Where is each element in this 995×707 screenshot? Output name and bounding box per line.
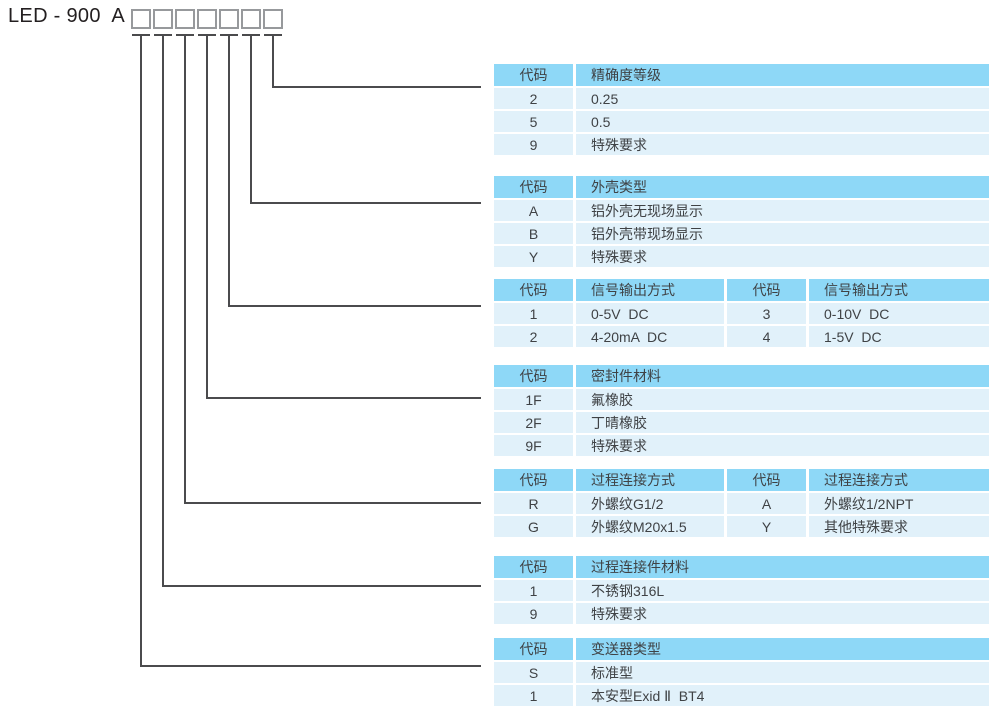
code-cell: G [494, 516, 573, 537]
connector-hline-process-connection [184, 502, 481, 504]
model-digit-box-7 [263, 9, 283, 29]
column-header-signal-output: 信号输出方式 [809, 279, 989, 301]
code-cell: Y [727, 516, 806, 537]
seal-material-table: 代码 密封件材料 1F 氟橡胶 2F 丁晴橡胶 9F 特殊要求 [494, 365, 989, 456]
column-header-accuracy-class: 精确度等级 [576, 64, 989, 86]
desc-cell: 其他特殊要求 [809, 516, 989, 537]
code-cell: 1F [494, 389, 573, 410]
code-cell: 3 [727, 303, 806, 324]
desc-cell: 0-5V DC [576, 303, 724, 324]
code-cell: Y [494, 246, 573, 267]
connector-vline-signal-output [228, 36, 230, 307]
model-digit-box-3 [175, 9, 195, 29]
connector-tick-4 [198, 34, 216, 36]
desc-cell: 外螺纹G1/2 [576, 493, 724, 514]
desc-cell: 外螺纹1/2NPT [809, 493, 989, 514]
connector-tick-7 [264, 34, 282, 36]
model-digit-box-5 [219, 9, 239, 29]
column-header-code: 代码 [494, 64, 573, 86]
column-header-code: 代码 [727, 279, 806, 301]
code-cell: 2F [494, 412, 573, 433]
desc-cell: 丁晴橡胶 [576, 412, 989, 433]
connector-hline-connection-material [162, 585, 481, 587]
process-connection-table: 代码 过程连接方式 代码 过程连接方式 R 外螺纹G1/2 A 外螺纹1/2NP… [494, 469, 989, 537]
connector-hline-seal-material [206, 397, 481, 399]
desc-cell: 0.5 [576, 111, 989, 132]
connector-tick-1 [132, 34, 150, 36]
code-cell: 9F [494, 435, 573, 456]
model-digit-boxes [131, 9, 285, 29]
column-header-code: 代码 [494, 176, 573, 198]
connector-hline-signal-output [228, 305, 481, 307]
column-header-transmitter-type: 变送器类型 [576, 638, 989, 660]
column-header-code: 代码 [494, 556, 573, 578]
connector-vline-seal-material [206, 36, 208, 399]
desc-cell: 特殊要求 [576, 435, 989, 456]
connector-vline-process-connection [184, 36, 186, 504]
desc-cell: 1-5V DC [809, 326, 989, 347]
desc-cell: 4-20mA DC [576, 326, 724, 347]
column-header-code: 代码 [727, 469, 806, 491]
desc-cell: 特殊要求 [576, 134, 989, 155]
desc-cell: 本安型Exid Ⅱ BT4 [576, 685, 989, 706]
column-header-process-connection: 过程连接方式 [809, 469, 989, 491]
desc-cell: 铝外壳无现场显示 [576, 200, 989, 221]
connector-vline-accuracy-class [272, 36, 274, 88]
connector-tick-6 [242, 34, 260, 36]
code-cell: 9 [494, 134, 573, 155]
model-digit-box-2 [153, 9, 173, 29]
signal-output-table: 代码 信号输出方式 代码 信号输出方式 1 0-5V DC 3 0-10V DC… [494, 279, 989, 347]
connector-vline-transmitter-type [140, 36, 142, 667]
connector-tick-2 [154, 34, 172, 36]
code-cell: A [727, 493, 806, 514]
housing-type-table: 代码 外壳类型 A 铝外壳无现场显示 B 铝外壳带现场显示 Y 特殊要求 [494, 176, 989, 267]
transmitter-type-table: 代码 变送器类型 S 标准型 1 本安型Exid Ⅱ BT4 [494, 638, 989, 706]
code-cell: 9 [494, 603, 573, 624]
connector-hline-accuracy-class [272, 86, 481, 88]
connector-hline-transmitter-type [140, 665, 481, 667]
column-header-housing-type: 外壳类型 [576, 176, 989, 198]
accuracy-class-table: 代码 精确度等级 2 0.25 5 0.5 9 特殊要求 [494, 64, 989, 155]
code-cell: 5 [494, 111, 573, 132]
code-cell: R [494, 493, 573, 514]
connector-tick-5 [220, 34, 238, 36]
code-cell: 2 [494, 88, 573, 109]
column-header-connection-material: 过程连接件材料 [576, 556, 989, 578]
code-cell: 1 [494, 303, 573, 324]
desc-cell: 0-10V DC [809, 303, 989, 324]
code-cell: S [494, 662, 573, 683]
code-cell: 1 [494, 580, 573, 601]
desc-cell: 氟橡胶 [576, 389, 989, 410]
column-header-code: 代码 [494, 365, 573, 387]
column-header-code: 代码 [494, 469, 573, 491]
column-header-code: 代码 [494, 279, 573, 301]
model-prefix-label: LED - 900 A [8, 5, 125, 27]
column-header-signal-output: 信号输出方式 [576, 279, 724, 301]
desc-cell: 外螺纹M20x1.5 [576, 516, 724, 537]
connector-tick-3 [176, 34, 194, 36]
desc-cell: 0.25 [576, 88, 989, 109]
connector-vline-housing-type [250, 36, 252, 204]
connector-vline-connection-material [162, 36, 164, 587]
code-cell: 4 [727, 326, 806, 347]
column-header-code: 代码 [494, 638, 573, 660]
code-cell: B [494, 223, 573, 244]
connector-hline-housing-type [250, 202, 481, 204]
desc-cell: 不锈钢316L [576, 580, 989, 601]
model-digit-box-4 [197, 9, 217, 29]
model-digit-box-6 [241, 9, 261, 29]
desc-cell: 标准型 [576, 662, 989, 683]
code-cell: 1 [494, 685, 573, 706]
desc-cell: 特殊要求 [576, 246, 989, 267]
code-cell: A [494, 200, 573, 221]
code-cell: 2 [494, 326, 573, 347]
column-header-seal-material: 密封件材料 [576, 365, 989, 387]
connection-material-table: 代码 过程连接件材料 1 不锈钢316L 9 特殊要求 [494, 556, 989, 624]
desc-cell: 特殊要求 [576, 603, 989, 624]
model-digit-box-1 [131, 9, 151, 29]
desc-cell: 铝外壳带现场显示 [576, 223, 989, 244]
column-header-process-connection: 过程连接方式 [576, 469, 724, 491]
